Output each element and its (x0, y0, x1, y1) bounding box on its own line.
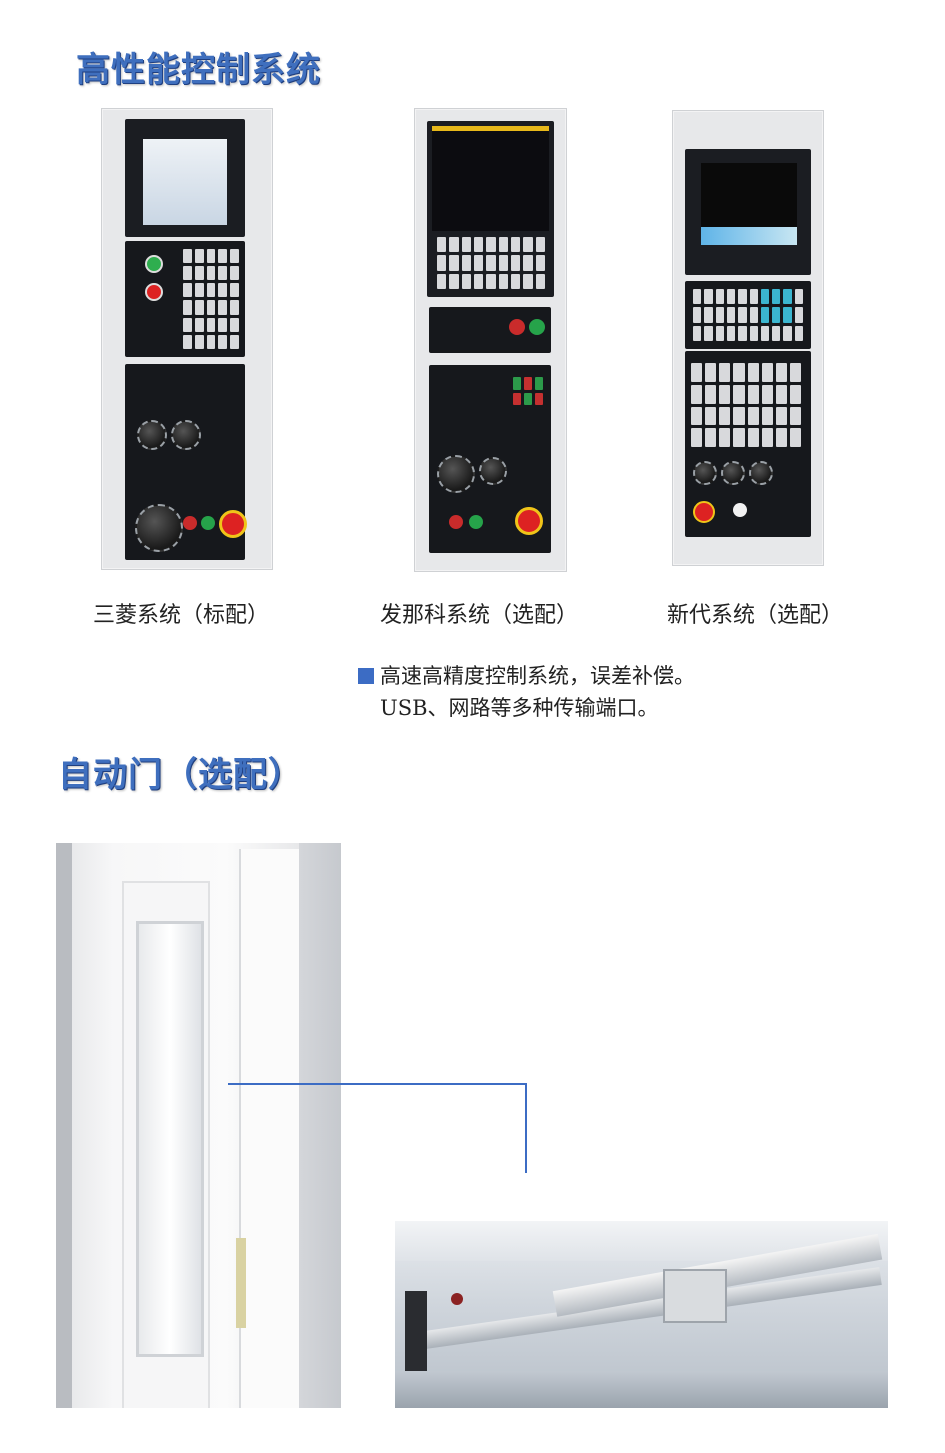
door-rail-photo (395, 1221, 888, 1408)
connector-line-vertical (525, 1083, 527, 1173)
connector-line-horizontal (228, 1083, 527, 1085)
section-title-auto-door: 自动门（选配） (58, 755, 303, 795)
mitsubishi-panel-image (101, 108, 273, 570)
syntec-panel-image (672, 110, 824, 566)
fanuc-panel-image (414, 108, 567, 572)
caption-mitsubishi: 三菱系统（标配） (93, 603, 270, 628)
auto-door-photo (56, 843, 341, 1408)
section-title-control-system: 高性能控制系统 (76, 50, 321, 90)
description-line-1: 高速高精度控制系统，误差补偿。 (358, 660, 695, 690)
square-bullet-icon (358, 668, 374, 684)
caption-fanuc: 发那科系统（选配） (380, 603, 579, 628)
caption-syntec: 新代系统（选配） (667, 603, 844, 628)
description-line-2: USB、网路等多种传输端口。 (380, 696, 659, 720)
